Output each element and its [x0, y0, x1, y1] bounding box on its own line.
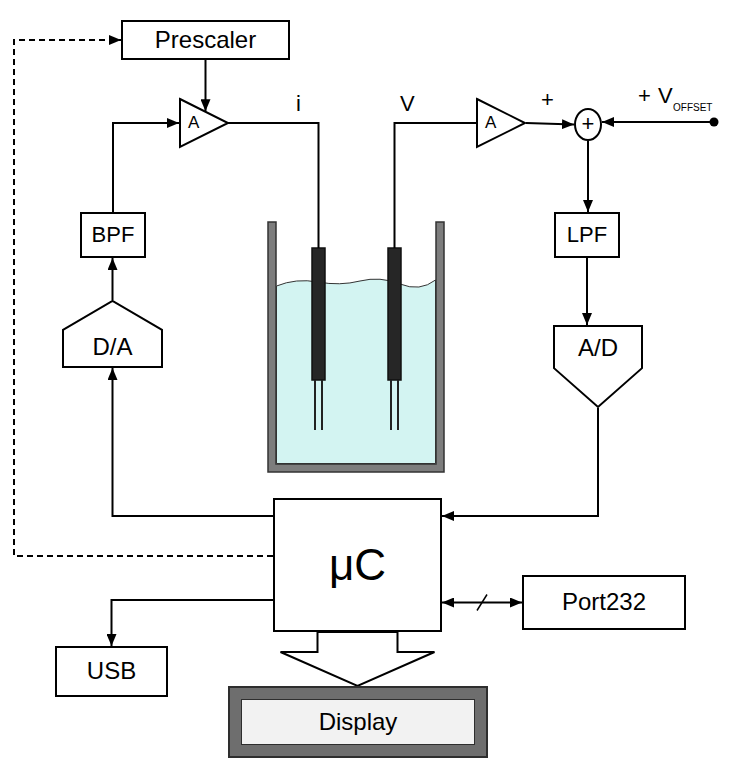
liquid	[277, 279, 436, 463]
node-label: USB	[87, 658, 136, 684]
node-outline	[180, 99, 228, 147]
node-label: A	[485, 114, 496, 133]
port-box: Port232	[522, 575, 686, 630]
node-label: LPF	[567, 223, 607, 247]
signal-connector	[112, 600, 274, 646]
node-label: BPF	[92, 223, 135, 247]
usb-box: USB	[55, 646, 168, 697]
node-label: A	[188, 114, 199, 133]
signal-connector	[205, 60, 207, 111]
node-label: D/A	[92, 334, 132, 360]
signal-connector	[526, 123, 574, 125]
prescaler-box: Prescaler	[121, 20, 290, 60]
signal-connector	[113, 123, 179, 212]
node-label: Port232	[562, 589, 646, 615]
electrode	[312, 248, 325, 430]
signal-label: +	[541, 88, 554, 112]
node-label: Prescaler	[155, 27, 256, 53]
signal-connector	[14, 40, 273, 556]
signal-label: V	[658, 84, 673, 108]
signal-connector	[586, 258, 588, 325]
offset-terminal	[710, 118, 719, 127]
amplifier-triangle: A	[179, 98, 229, 148]
current-wire	[228, 123, 319, 248]
converter-block: D/A	[62, 300, 163, 368]
display-box: Display	[228, 686, 488, 758]
node-outline	[179, 98, 229, 148]
bus-slash	[477, 595, 487, 611]
signal-connector	[112, 258, 114, 300]
voltage-wire	[395, 123, 478, 248]
node-label: Display	[241, 699, 475, 745]
node-label: A/D	[578, 335, 618, 361]
node-outline	[63, 301, 162, 367]
signal-connector	[113, 368, 274, 516]
beaker	[268, 222, 444, 472]
node-outline	[477, 99, 525, 147]
offset-wire	[602, 121, 710, 123]
signal-label: V	[400, 92, 415, 116]
filter-box: LPF	[554, 212, 620, 258]
signal-label: i	[296, 92, 301, 116]
node-label: +	[582, 112, 595, 136]
signal-label: OFFSET	[673, 102, 712, 113]
converter-block: A/D	[553, 325, 643, 408]
signal-connector	[442, 408, 598, 516]
electrode	[388, 248, 401, 430]
summing-junction: +	[574, 108, 602, 141]
node-outline	[554, 326, 642, 407]
signal-connector	[587, 141, 589, 212]
microcontroller-box: μC	[273, 498, 442, 632]
node-outline	[476, 98, 526, 148]
filter-box: BPF	[80, 212, 146, 258]
bus-arrow	[281, 632, 435, 686]
node-label: μC	[329, 541, 386, 589]
amplifier-triangle: A	[476, 98, 526, 148]
signal-label: +	[638, 84, 651, 108]
